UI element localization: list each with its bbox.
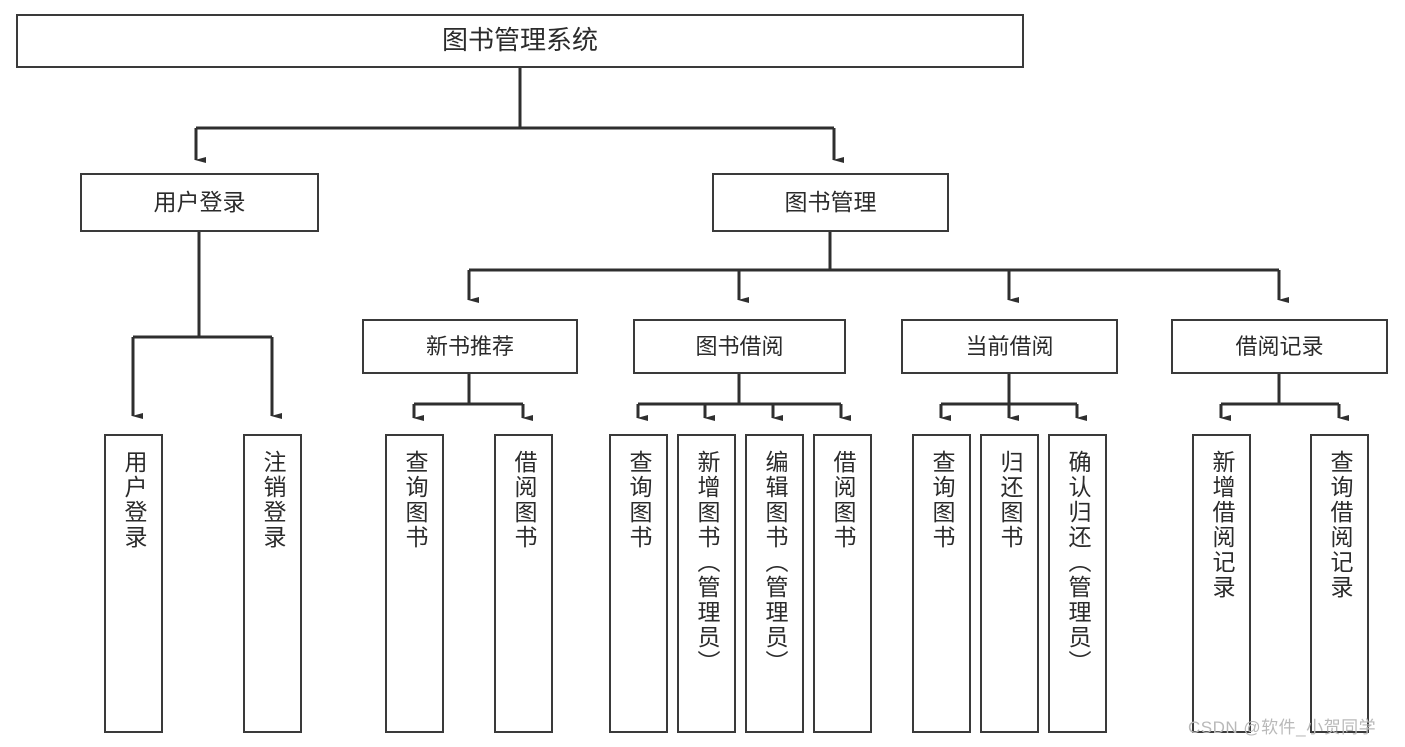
node-label: 新书推荐 bbox=[425, 333, 514, 359]
node-label: 图书管理系统 bbox=[441, 25, 598, 56]
edges-root-to-level1 bbox=[194, 68, 844, 163]
edges-bookborrow-to-leaves bbox=[636, 374, 851, 421]
edges-booklogin-to-leaves bbox=[131, 232, 282, 419]
node-user-login[interactable]: 用户登录 bbox=[80, 173, 319, 232]
node-label: 借阅图书 bbox=[511, 450, 537, 550]
node-label: 新增借阅记录 bbox=[1209, 450, 1235, 600]
node-label: 确认归还（管理员） bbox=[1065, 450, 1091, 675]
leaf-logout[interactable]: 注销登录 bbox=[243, 434, 302, 733]
node-label: 新增图书（管理员） bbox=[694, 450, 720, 675]
node-label: 图书借阅 bbox=[695, 333, 784, 359]
node-label: 注销登录 bbox=[260, 450, 286, 550]
node-label: 用户登录 bbox=[153, 189, 246, 216]
leaf-query-borrow-record[interactable]: 查询借阅记录 bbox=[1310, 434, 1369, 733]
node-label: 当前借阅 bbox=[965, 333, 1054, 359]
node-label: 查询图书 bbox=[929, 450, 955, 550]
edges-bookmgmt-to-level2 bbox=[467, 232, 1289, 303]
leaf-query-book-current[interactable]: 查询图书 bbox=[912, 434, 971, 733]
edges-newbook-to-leaves bbox=[412, 374, 533, 421]
leaf-add-book-admin[interactable]: 新增图书（管理员） bbox=[677, 434, 736, 733]
node-label: 借阅图书 bbox=[830, 450, 856, 550]
node-label: 图书管理 bbox=[784, 189, 877, 216]
node-new-book-recommend[interactable]: 新书推荐 bbox=[362, 319, 578, 374]
leaf-add-borrow-record[interactable]: 新增借阅记录 bbox=[1192, 434, 1251, 733]
node-book-borrow[interactable]: 图书借阅 bbox=[633, 319, 846, 374]
node-root-book-management-system[interactable]: 图书管理系统 bbox=[16, 14, 1024, 68]
node-borrow-record[interactable]: 借阅记录 bbox=[1171, 319, 1388, 374]
node-current-borrow[interactable]: 当前借阅 bbox=[901, 319, 1118, 374]
leaf-edit-book-admin[interactable]: 编辑图书（管理员） bbox=[745, 434, 804, 733]
leaf-confirm-return-admin[interactable]: 确认归还（管理员） bbox=[1048, 434, 1107, 733]
node-label: 编辑图书（管理员） bbox=[762, 450, 788, 675]
leaf-borrow-book[interactable]: 借阅图书 bbox=[813, 434, 872, 733]
csdn-watermark: CSDN @软件_小贺同学 bbox=[1188, 718, 1377, 737]
node-label: 查询图书 bbox=[402, 450, 428, 550]
edges-currentborrow-to-leaves bbox=[939, 374, 1087, 421]
node-book-management[interactable]: 图书管理 bbox=[712, 173, 949, 232]
leaf-return-book[interactable]: 归还图书 bbox=[980, 434, 1039, 733]
node-label: 用户登录 bbox=[121, 450, 147, 550]
leaf-query-book-borrow[interactable]: 查询图书 bbox=[609, 434, 668, 733]
node-label: 借阅记录 bbox=[1235, 333, 1324, 359]
leaf-query-book-recommend[interactable]: 查询图书 bbox=[385, 434, 444, 733]
edges-borrowrecord-to-leaves bbox=[1219, 374, 1349, 421]
node-label: 查询图书 bbox=[626, 450, 652, 550]
node-label: 归还图书 bbox=[997, 450, 1023, 550]
leaf-borrow-book-recommend[interactable]: 借阅图书 bbox=[494, 434, 553, 733]
node-label: 查询借阅记录 bbox=[1327, 450, 1353, 600]
leaf-user-login[interactable]: 用户登录 bbox=[104, 434, 163, 733]
